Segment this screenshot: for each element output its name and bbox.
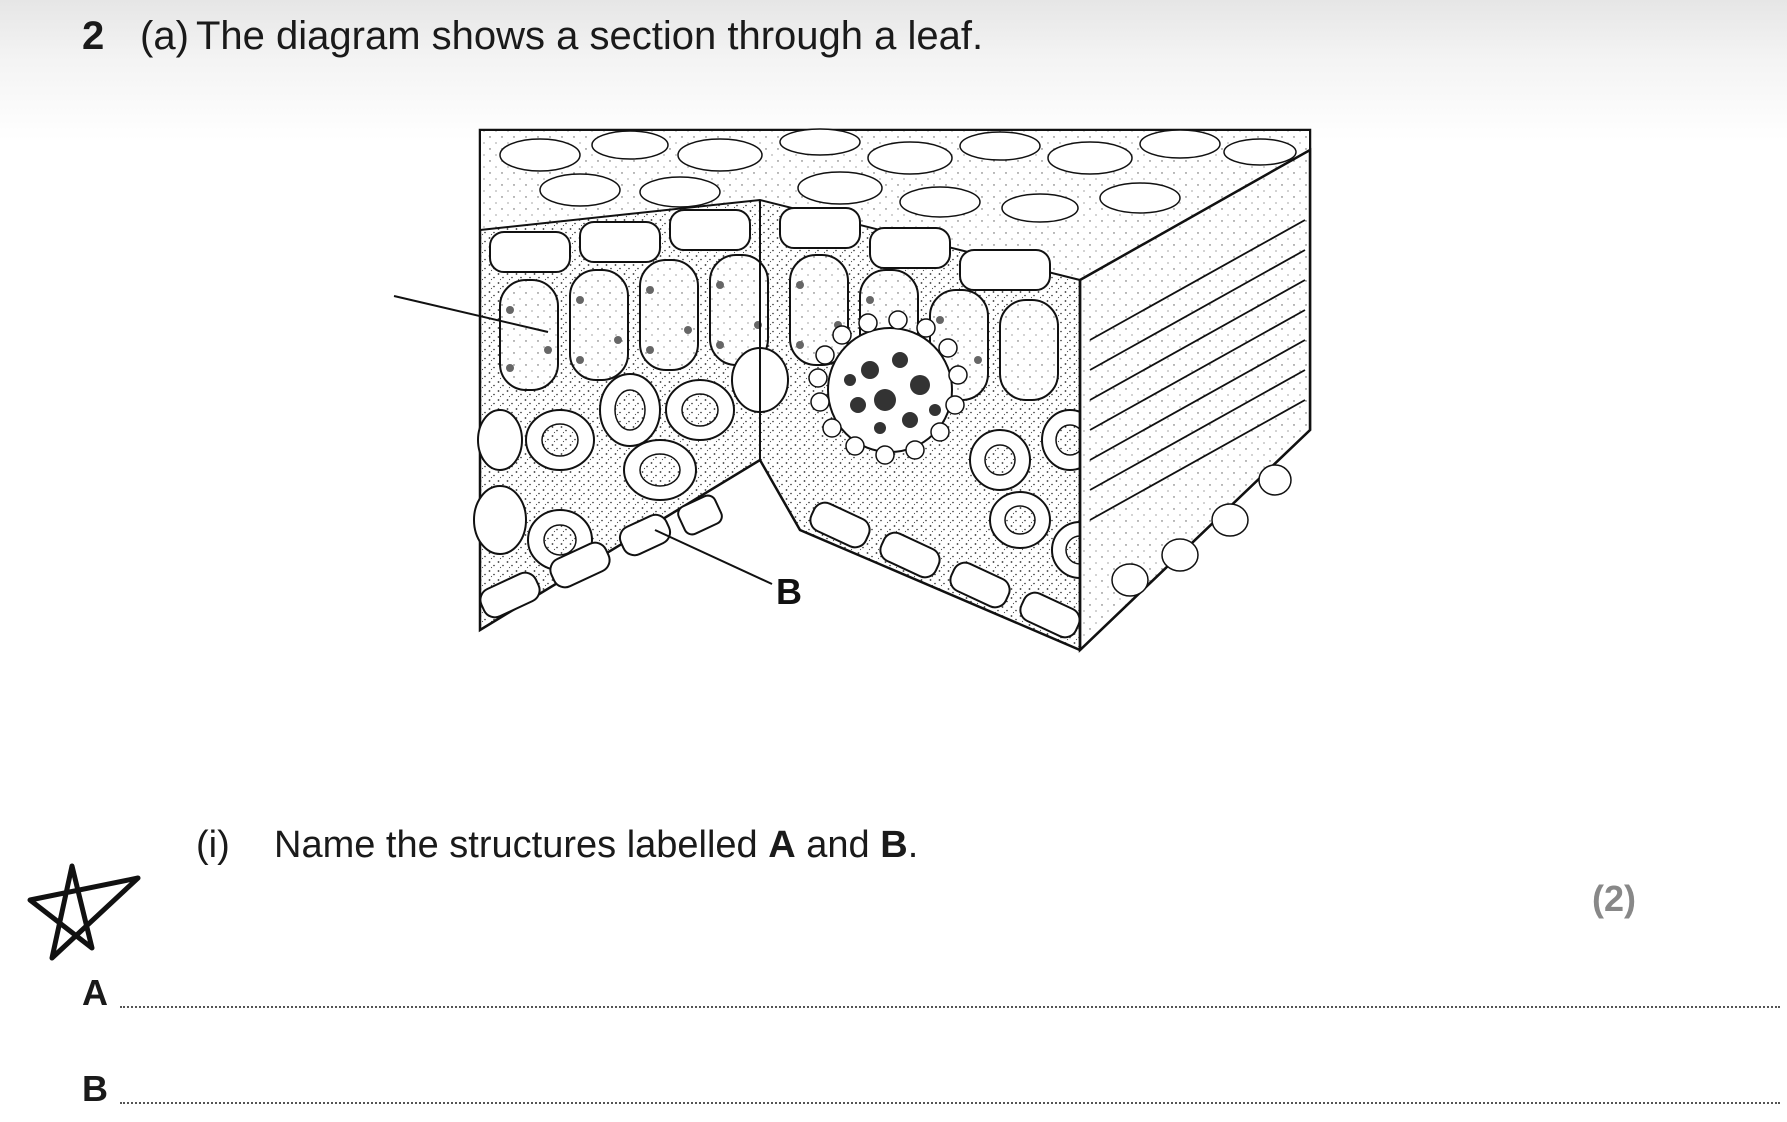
subquestion-label-a: A <box>768 824 796 866</box>
subquestion-text: Name the structures labelled A and B. <box>274 824 918 867</box>
diagram-label-b: B <box>776 571 802 612</box>
subquestion-text-middle: and <box>795 824 881 866</box>
subquestion-text-before: Name the structures labelled <box>274 824 769 866</box>
question-part: (a) <box>140 14 189 58</box>
answer-line-b[interactable] <box>120 1102 1780 1104</box>
subquestion-text-after: . <box>907 824 919 866</box>
answer-line-a[interactable] <box>120 1006 1780 1008</box>
leaf-section-diagram: A B <box>393 128 1312 653</box>
answer-label-a: A <box>82 972 108 1013</box>
question-number: 2 <box>82 14 105 58</box>
label-b-leader <box>654 529 773 585</box>
star-icon <box>27 863 141 961</box>
subquestion-label-b: B <box>880 824 908 866</box>
subquestion-number: (i) <box>196 824 230 866</box>
question-text: The diagram shows a section through a le… <box>196 14 984 58</box>
header-shading <box>0 0 1787 140</box>
marks-indicator: (2) <box>1592 878 1636 919</box>
label-a-leader <box>393 295 549 333</box>
answer-label-b: B <box>82 1068 108 1109</box>
